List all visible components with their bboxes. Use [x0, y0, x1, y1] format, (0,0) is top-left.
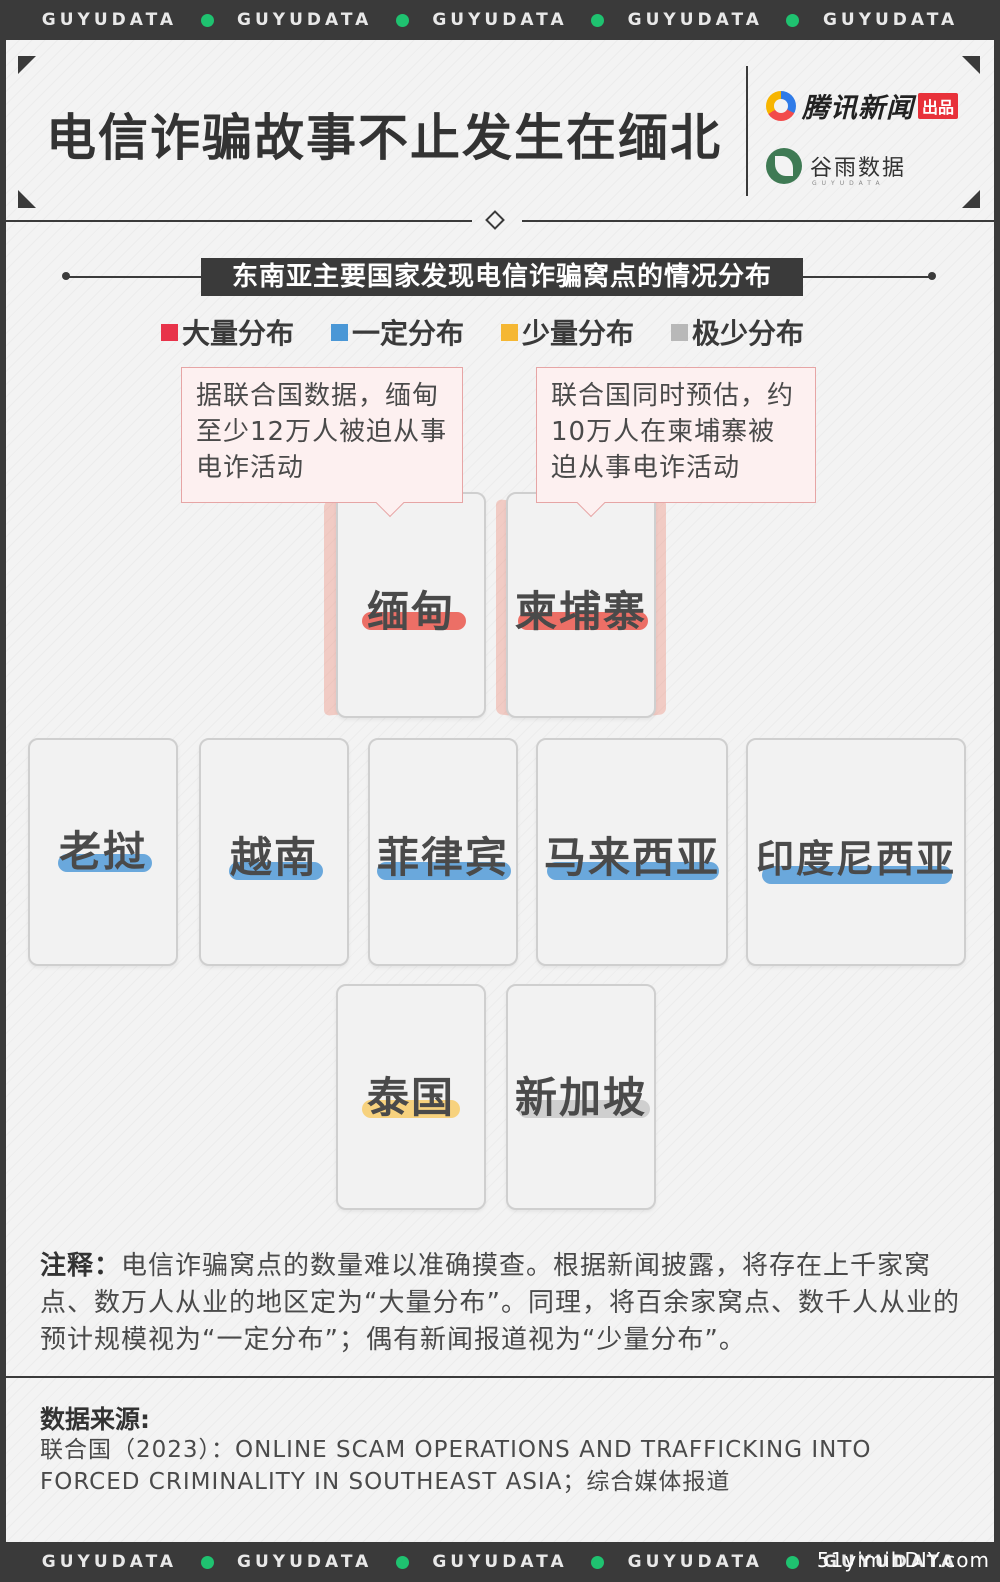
corner-mark: [962, 190, 980, 208]
banner-text: GUYUDATA: [822, 10, 959, 30]
legend-item: 大量分布: [161, 312, 294, 352]
country-card-malaysia: 马来西亚: [536, 738, 728, 966]
divider: [798, 276, 932, 278]
level-highlight: [362, 612, 466, 630]
country-name: 印度尼西亚: [755, 837, 956, 881]
divider: [6, 220, 472, 222]
country-name: 马来西亚: [543, 833, 720, 882]
level-highlight: [518, 612, 648, 630]
callout-myanmar: 据联合国数据，缅甸至少12万人被迫从事电诈活动: [181, 367, 463, 518]
chart-subtitle: 东南亚主要国家发现电信诈骗窝点的情况分布: [201, 258, 803, 296]
banner-dot-icon: [786, 13, 800, 27]
watermark-text: 51yimihDIY.com: [816, 1548, 990, 1572]
legend-label: 极少分布: [692, 317, 805, 350]
guyu-data-logo-text: 谷雨数据: [810, 156, 907, 181]
banner-dot-icon: [200, 13, 214, 27]
guyu-data-logo: 谷雨数据 GUYUDATA: [766, 148, 907, 187]
corner-mark: [18, 56, 36, 74]
footnote: 注释：电信诈骗窝点的数量难以准确摸查。根据新闻披露，将存在上千家窝点、数万人从业…: [40, 1248, 960, 1359]
tencent-news-logo-tag: 出品: [918, 92, 959, 119]
bird-icon: [766, 148, 802, 184]
corner-mark: [962, 56, 980, 74]
country-card-vietnam: 越南: [199, 738, 349, 966]
banner-dot-icon: [395, 1555, 409, 1569]
banner-dot-icon: [786, 1555, 800, 1569]
divider: [522, 220, 994, 222]
bottom-banner: GUYUDATA GUYUDATA GUYUDATA GUYUDATA GUYU…: [0, 1542, 1000, 1582]
level-highlight: [518, 1100, 650, 1118]
callout-text: 联合国同时预估，约10万人在柬埔寨被迫从事电诈活动: [551, 381, 795, 483]
legend-item: 少量分布: [501, 312, 634, 352]
country-name: 柬埔寨: [514, 587, 647, 636]
country-name: 越南: [229, 833, 318, 882]
divider: [66, 276, 206, 278]
callout-cambodia: 联合国同时预估，约10万人在柬埔寨被迫从事电诈活动: [536, 367, 816, 518]
legend-label: 一定分布: [352, 317, 465, 350]
callout-text: 据联合国数据，缅甸至少12万人被迫从事电诈活动: [196, 381, 448, 483]
infographic-canvas: 电信诈骗故事不止发生在缅北 腾讯新闻 出品 谷雨数据 GUYUDATA 东南亚主…: [6, 40, 994, 1542]
source-title: 数据来源:: [40, 1405, 150, 1434]
page-title: 电信诈骗故事不止发生在缅北: [46, 109, 722, 167]
country-name: 老挝: [58, 827, 147, 876]
country-card-thailand: 泰国: [336, 984, 486, 1210]
country-card-indonesia: 印度尼西亚: [746, 738, 966, 966]
banner-text: GUYUDATA: [237, 10, 373, 30]
country-card-myanmar: 缅甸: [336, 492, 486, 718]
tencent-news-logo-icon: [766, 90, 796, 121]
country-name: 新加坡: [514, 1073, 647, 1122]
level-highlight: [362, 1100, 460, 1118]
banner-text: GUYUDATA: [432, 1552, 568, 1572]
diamond-icon: [485, 210, 505, 230]
level-highlight: [377, 862, 511, 880]
level-highlight: [229, 862, 323, 880]
guyu-data-logo-sub: GUYUDATA: [812, 180, 885, 187]
legend: 大量分布 一定分布 少量分布 极少分布: [161, 312, 841, 352]
banner-dot-icon: [395, 13, 409, 27]
banner-dot-icon: [591, 1555, 605, 1569]
banner-text: GUYUDATA: [41, 10, 178, 30]
country-card-philippines: 菲律宾: [368, 738, 518, 966]
corner-mark: [18, 190, 36, 208]
top-banner: GUYUDATA GUYUDATA GUYUDATA GUYUDATA GUYU…: [0, 0, 1000, 40]
banner-text: GUYUDATA: [237, 1552, 373, 1572]
tencent-news-logo-text: 腾讯新闻: [802, 93, 914, 124]
banner-text: GUYUDATA: [627, 1552, 763, 1572]
country-card-singapore: 新加坡: [506, 984, 656, 1210]
banner-text: GUYUDATA: [822, 1552, 959, 1572]
dot-icon: [928, 272, 936, 280]
divider: [746, 66, 748, 196]
country-name: 泰国: [366, 1073, 455, 1122]
legend-item: 一定分布: [331, 312, 464, 352]
country-name: 缅甸: [366, 587, 455, 636]
level-highlight: [58, 854, 152, 872]
banner-text: GUYUDATA: [627, 10, 763, 30]
banner-dot-icon: [200, 1555, 214, 1569]
banner-dot-icon: [591, 13, 605, 27]
tencent-news-logo: 腾讯新闻 出品: [766, 86, 959, 125]
legend-label: 少量分布: [522, 317, 635, 350]
legend-label: 大量分布: [182, 317, 295, 350]
divider: [6, 1376, 994, 1378]
level-highlight: [762, 866, 952, 884]
country-name: 菲律宾: [376, 833, 509, 882]
banner-text: GUYUDATA: [432, 10, 568, 30]
legend-swatch-blue: [331, 323, 349, 341]
source-text: 联合国（2023）：ONLINE SCAM OPERATIONS AND TRA…: [40, 1437, 872, 1495]
footnote-label: 注释：: [40, 1251, 122, 1281]
legend-item: 极少分布: [671, 312, 804, 352]
legend-swatch-yellow: [501, 323, 519, 341]
country-card-cambodia: 柬埔寨: [506, 492, 656, 718]
legend-swatch-red: [161, 323, 178, 341]
legend-swatch-gray: [671, 323, 689, 341]
banner-text: GUYUDATA: [41, 1552, 178, 1572]
country-card-laos: 老挝: [28, 738, 178, 966]
footnote-text: 电信诈骗窝点的数量难以准确摸查。根据新闻披露，将存在上千家窝点、数万人从业的地区…: [40, 1251, 960, 1355]
level-highlight: [547, 862, 719, 880]
